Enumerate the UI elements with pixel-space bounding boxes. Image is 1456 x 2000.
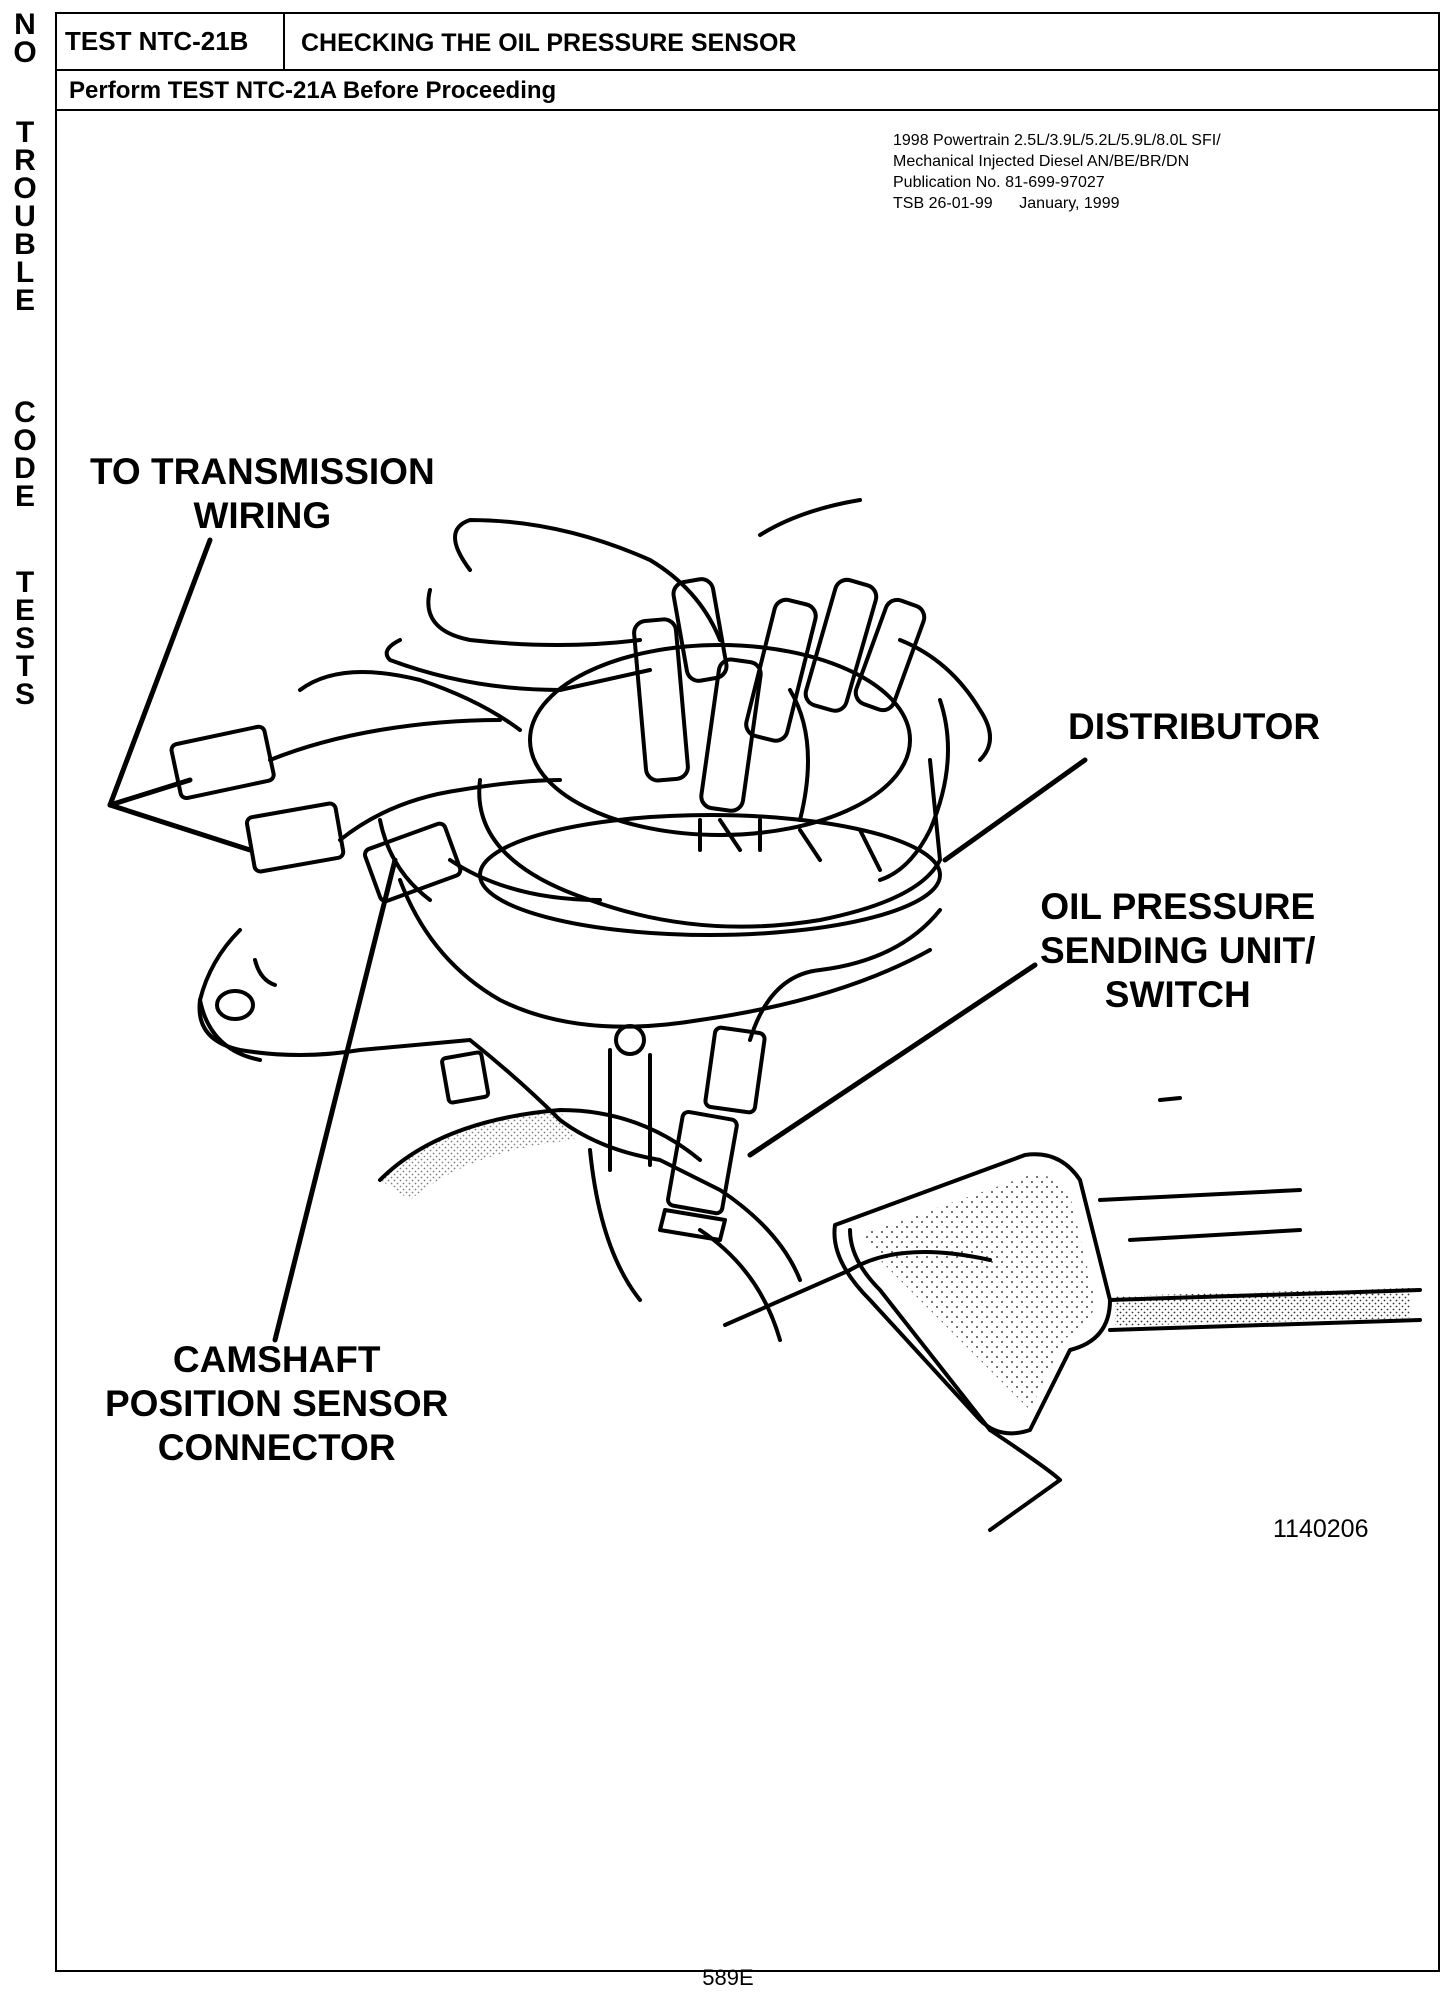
- leader-transmission-lower: [107, 802, 253, 853]
- cap-tower: [803, 577, 879, 713]
- figure-number: 1140206: [1273, 1515, 1369, 1543]
- side-tab: N O T R O U B L E C O D E T E S T S: [0, 0, 50, 760]
- test-header: TEST NTC-21B CHECKING THE OIL PRESSURE S…: [57, 14, 1438, 71]
- leader-transmission-mid: [107, 777, 193, 808]
- label-transmission-wiring: TO TRANSMISSION WIRING: [90, 450, 435, 538]
- oil-pressure-body: [666, 1109, 739, 1216]
- side-tab-letter: C: [14, 396, 36, 429]
- hold-down-bolt: [614, 1024, 646, 1056]
- label-camshaft: CAMSHAFT POSITION SENSOR CONNECTOR: [105, 1338, 448, 1470]
- label-line: POSITION SENSOR: [105, 1383, 449, 1424]
- side-tab-letter: S: [14, 622, 35, 655]
- cap-tower: [699, 657, 763, 813]
- plug-wire: [878, 698, 950, 882]
- plug-wire: [384, 638, 652, 692]
- side-tab-letter: B: [14, 228, 36, 261]
- plug-wire: [898, 638, 992, 762]
- side-tab-letter: S: [14, 678, 35, 711]
- side-tab-letter: L: [15, 256, 35, 289]
- side-tab-letter: N: [14, 8, 36, 41]
- plug-wire: [788, 688, 810, 822]
- publication-line: TSB 26-01-99 January, 1999: [893, 195, 1120, 212]
- cap-tower: [671, 577, 729, 683]
- label-line: SENDING UNIT/: [1040, 930, 1316, 971]
- publication-line: Publication No. 81-699-97027: [893, 174, 1105, 191]
- label-line: OIL PRESSURE: [1040, 886, 1316, 927]
- side-tab-letter: E: [14, 480, 35, 513]
- side-tab-letter: D: [14, 452, 36, 485]
- page-frame: TEST NTC-21B CHECKING THE OIL PRESSURE S…: [55, 12, 1440, 1972]
- leader-camshaft: [272, 857, 398, 1343]
- prerequisite-row: Perform TEST NTC-21A Before Proceeding: [57, 71, 1438, 111]
- side-tab-letter: E: [14, 284, 35, 317]
- valve-cover: [832, 1152, 1112, 1436]
- side-tab-letter: T: [15, 650, 35, 683]
- leader-transmission-upper: [107, 537, 213, 808]
- harness-connector: [169, 724, 276, 801]
- cap-tower: [632, 617, 690, 783]
- hold-down-clamp: [440, 1050, 491, 1105]
- label-oil-pressure: OIL PRESSURE SENDING UNIT/ SWITCH: [1040, 885, 1315, 1017]
- side-tab-letter: E: [14, 594, 35, 627]
- label-line: CAMSHAFT: [172, 1339, 381, 1380]
- test-title: CHECKING THE OIL PRESSURE SENSOR: [301, 29, 797, 57]
- label-line: WIRING: [193, 495, 332, 536]
- mounting-hole: [215, 989, 255, 1021]
- label-line: SWITCH: [1104, 974, 1251, 1015]
- side-tab-letter: T: [15, 116, 35, 149]
- leader-distributor: [942, 757, 1088, 863]
- oil-pressure-wire: [748, 908, 942, 1042]
- publication-info: 1998 Powertrain 2.5L/3.9L/5.2L/5.9L/8.0L…: [893, 130, 1221, 214]
- cap-tower: [853, 597, 927, 713]
- label-line: DISTRIBUTOR: [1068, 706, 1321, 747]
- label-distributor: DISTRIBUTOR: [1068, 705, 1320, 749]
- label-line: TO TRANSMISSION: [90, 451, 435, 492]
- label-line: CONNECTOR: [157, 1427, 396, 1468]
- side-tab-letter: O: [13, 424, 37, 457]
- plug-wire: [453, 518, 722, 642]
- plug-wire: [426, 588, 642, 647]
- side-tab-letter: O: [13, 36, 37, 69]
- side-tab-letter: R: [14, 144, 36, 177]
- distributor-cap: [477, 758, 942, 929]
- side-tab-letter: O: [13, 172, 37, 205]
- prerequisite-text: Perform TEST NTC-21A Before Proceeding: [69, 77, 557, 104]
- side-tab-letter: U: [14, 200, 36, 233]
- test-id: TEST NTC-21B: [57, 14, 285, 69]
- harness-connector: [362, 821, 463, 903]
- side-tab-letter: T: [15, 566, 35, 599]
- publication-line: 1998 Powertrain 2.5L/3.9L/5.2L/5.9L/8.0L…: [893, 132, 1221, 149]
- cap-tower: [744, 597, 818, 743]
- harness-connector: [244, 801, 346, 874]
- publication-line: Mechanical Injected Diesel AN/BE/BR/DN: [893, 153, 1190, 170]
- distributor-base: [398, 878, 932, 1029]
- oil-pressure-connector: [703, 1025, 767, 1115]
- leader-oil-pressure: [747, 962, 1038, 1158]
- page-number: 589E: [702, 1965, 754, 1990]
